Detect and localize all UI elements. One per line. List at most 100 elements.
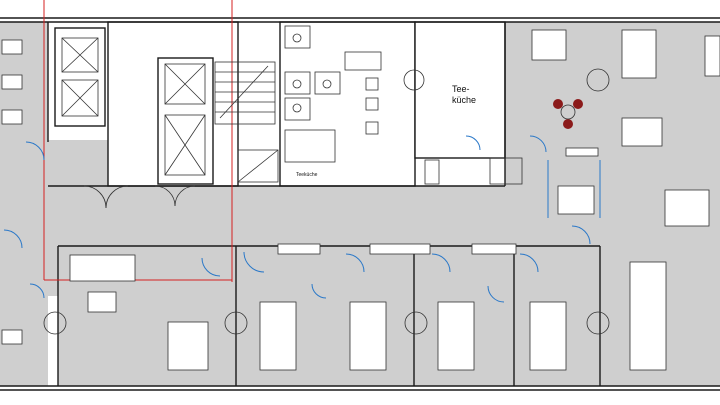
tea-kitchen-shelf — [424, 159, 440, 185]
toilet-3 — [292, 103, 302, 113]
lobby-doors — [83, 185, 196, 209]
lounge-chair-2 — [573, 99, 583, 109]
lift-car-1-cross-b — [61, 37, 99, 73]
lobby-left — [48, 140, 108, 186]
door-left-upper — [25, 141, 45, 161]
desk-office3-a — [437, 301, 475, 371]
lounge-chair-3 — [563, 119, 573, 129]
urinal-row — [344, 51, 382, 71]
cabinet-open-2 — [557, 185, 595, 215]
cabinet-corridor-2 — [369, 243, 431, 255]
desk-office1-a — [69, 254, 136, 282]
desk-office4-a — [529, 301, 567, 371]
stairs — [214, 61, 276, 125]
cabinet-corridor-3 — [471, 243, 517, 255]
outer-walls — [0, 17, 720, 391]
door-open-office — [529, 135, 547, 153]
column-4 — [586, 311, 610, 335]
desk-open-1 — [531, 29, 567, 61]
door-tea-kitchen — [465, 135, 481, 151]
kitchenette-counter — [284, 129, 336, 163]
desk-left-4 — [1, 329, 23, 345]
column-1 — [43, 311, 67, 335]
tea-kitchen-label-lower: küche — [452, 95, 476, 105]
wc-block — [279, 21, 416, 187]
toilet-4 — [322, 79, 332, 89]
lift-car-2-cross-b — [61, 79, 99, 117]
columns — [43, 68, 610, 335]
desk-open-2 — [621, 29, 657, 79]
sink-3 — [365, 121, 379, 135]
door-left-mid — [3, 229, 23, 249]
desk-open-4 — [664, 189, 710, 227]
door-office2 — [243, 251, 265, 273]
desk-office1-b — [87, 291, 117, 313]
desk-clusters — [1, 29, 720, 371]
lounge-chair-1 — [553, 99, 563, 109]
column-5 — [586, 68, 610, 92]
lift-car-4-cross-b — [164, 114, 206, 176]
office-floors — [0, 22, 720, 386]
cabinet-corridor-1 — [277, 243, 321, 255]
tea-kitchen-small-label: Teeküche — [296, 172, 318, 178]
lobby-door-center-b — [174, 185, 196, 207]
door-right-corridor — [571, 225, 591, 245]
corridor-left — [0, 142, 48, 296]
wc-stall-2 — [284, 71, 311, 95]
door-office2b — [311, 283, 327, 299]
desk-open-3 — [621, 117, 663, 147]
lounge-group — [553, 99, 583, 129]
wc-fixtures: Teeküche — [284, 25, 382, 178]
lift-shaft-left — [54, 27, 106, 127]
stair-flight — [214, 61, 276, 125]
sink-1 — [365, 77, 379, 91]
desk-office1-c — [167, 321, 209, 371]
lobby-door-center-a — [154, 185, 176, 207]
door-office3b — [431, 253, 451, 273]
shaft-box-diag — [237, 149, 279, 183]
stair-direction — [219, 65, 269, 119]
column-2 — [224, 311, 248, 335]
doors — [3, 135, 601, 303]
sink-2 — [365, 97, 379, 111]
wc-stall-3 — [284, 97, 311, 121]
lounge-table — [560, 104, 576, 120]
toilet-2 — [292, 79, 302, 89]
door-office4 — [487, 285, 505, 303]
shaft-box — [237, 149, 279, 183]
lift-car-3-cross-b — [164, 63, 206, 105]
tea-kitchen-label-upper: Tee- — [452, 84, 470, 94]
tea-kitchen-counter — [489, 157, 523, 185]
desk-office2-a — [259, 301, 297, 371]
door-office5 — [519, 253, 539, 273]
lobby-door-right — [105, 185, 129, 209]
desk-left-1 — [1, 39, 23, 55]
column-3 — [404, 311, 428, 335]
corridor-floor — [48, 186, 720, 246]
desk-office2-b — [349, 301, 387, 371]
desk-left-2 — [1, 74, 23, 90]
column-tea-kitchen — [403, 69, 425, 91]
office-1 — [58, 296, 236, 386]
desk-right-a — [629, 261, 667, 371]
desk-left-3 — [1, 109, 23, 125]
lift-cars — [61, 37, 279, 183]
tea-kitchen: Tee- küche — [403, 69, 523, 185]
lift-shaft-center — [157, 57, 214, 185]
wc-stall-1 — [284, 25, 311, 49]
lift-car-1 — [61, 37, 99, 73]
tea-kitchen-room — [414, 21, 506, 159]
door-office3 — [345, 253, 365, 273]
door-office1 — [201, 257, 221, 277]
core-areas — [54, 21, 506, 187]
lobby-door-left — [83, 185, 107, 209]
toilet-1 — [292, 33, 302, 43]
lift-car-3 — [164, 63, 206, 105]
desk-open-5 — [704, 35, 720, 77]
door-left-lower — [29, 283, 45, 299]
wc-stall-4 — [314, 71, 341, 95]
cabinet-open-1 — [565, 147, 599, 157]
lift-car-4 — [164, 114, 206, 176]
lift-car-2 — [61, 79, 99, 117]
